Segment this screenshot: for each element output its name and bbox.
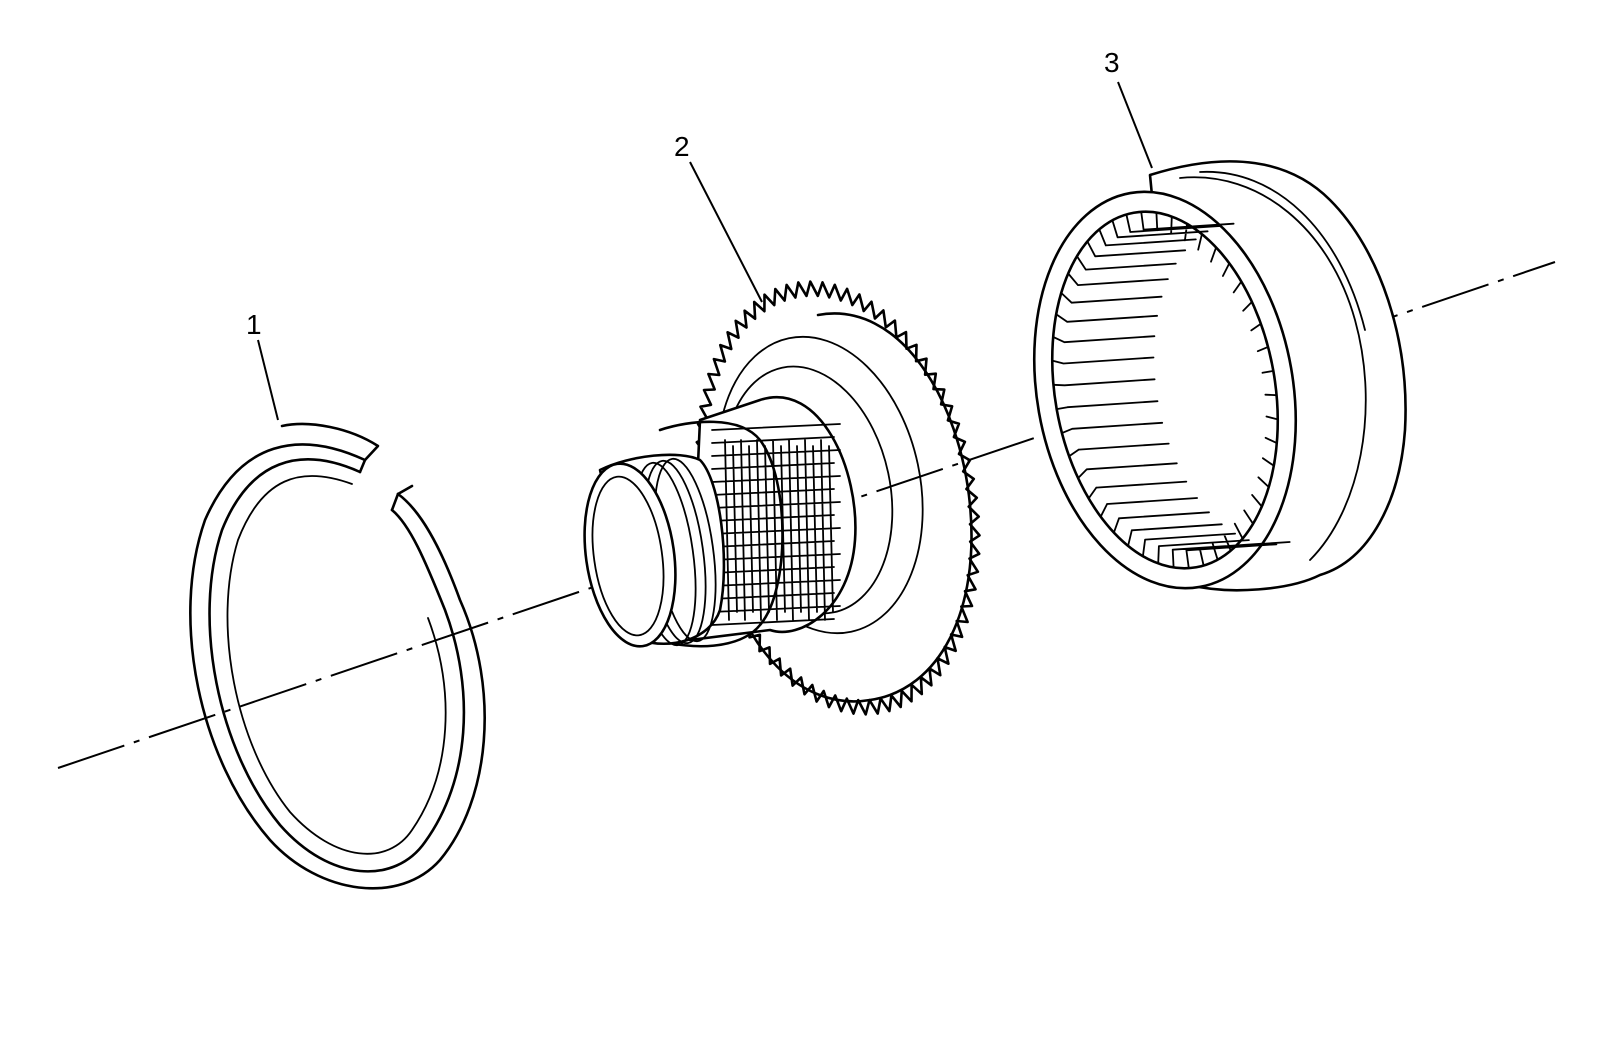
callout-1: 1 bbox=[246, 309, 262, 340]
splined-hub-part bbox=[1032, 160, 1407, 592]
leader-line-1 bbox=[257, 339, 279, 421]
leader-line-2 bbox=[689, 161, 763, 303]
gear-shaft-part bbox=[583, 280, 981, 716]
leader-lines bbox=[257, 81, 1153, 421]
snap-ring-part bbox=[189, 422, 486, 890]
callout-2: 2 bbox=[674, 131, 690, 162]
callout-3: 3 bbox=[1104, 47, 1120, 78]
leader-line-3 bbox=[1117, 81, 1153, 169]
